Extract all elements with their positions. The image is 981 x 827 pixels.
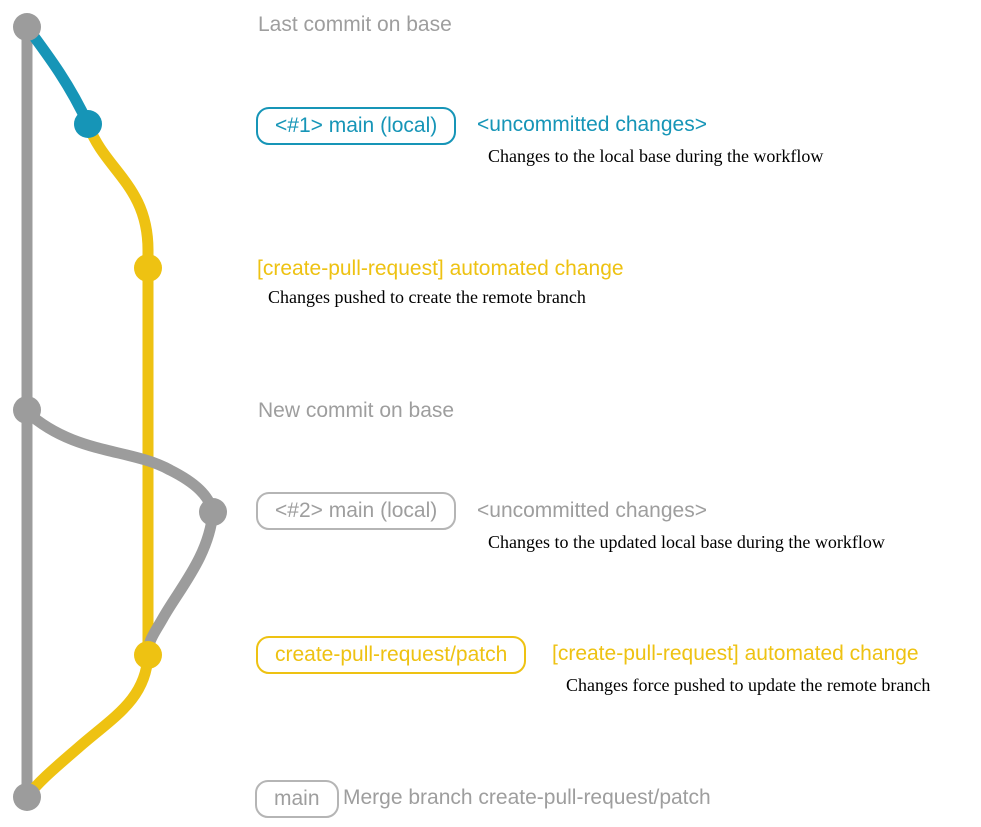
commit-dot-remote-created [134,254,162,282]
uncommitted-changes-1-label: <uncommitted changes> [477,113,707,136]
commit-dot-remote-updated [134,641,162,669]
uncommitted-changes-2-label: <uncommitted changes> [477,499,707,522]
force-push-curve [142,506,219,661]
automated-change-2-label: [create-pull-request] automated change [552,642,919,665]
update-local-base-curve [21,406,219,518]
last-commit-on-base-label: Last commit on base [258,13,452,36]
branch-label-main-local-1: <#1> main (local) [256,107,457,145]
uncommitted-changes-1-description: Changes to the local base during the wor… [488,146,824,166]
commit-dot-local-main-2 [199,498,227,526]
commit-dot-merge [13,783,41,811]
automated-change-1-description: Changes pushed to create the remote bran… [268,287,586,307]
uncommitted-changes-2-description: Changes to the updated local base during… [488,532,885,552]
new-commit-on-base-label: New commit on base [258,399,455,422]
commit-dot-local-main-1 [74,110,102,138]
commit-dot-base-last [13,13,41,41]
merge-commit-message: Merge branch create-pull-request/patch [343,786,711,809]
branch-label-main: main [255,780,339,818]
branch-label-main-local-2: <#2> main (local) [256,492,457,530]
branch-label-create-pull-request-patch: create-pull-request/patch [256,636,527,674]
local-changes-curve [21,21,94,130]
push-to-remote-curve [82,118,154,274]
merge-into-base-curve [21,649,154,803]
automated-change-2-description: Changes force pushed to update the remot… [566,675,931,695]
commit-dot-base-new [13,396,41,424]
automated-change-1-label: [create-pull-request] automated change [257,257,624,280]
